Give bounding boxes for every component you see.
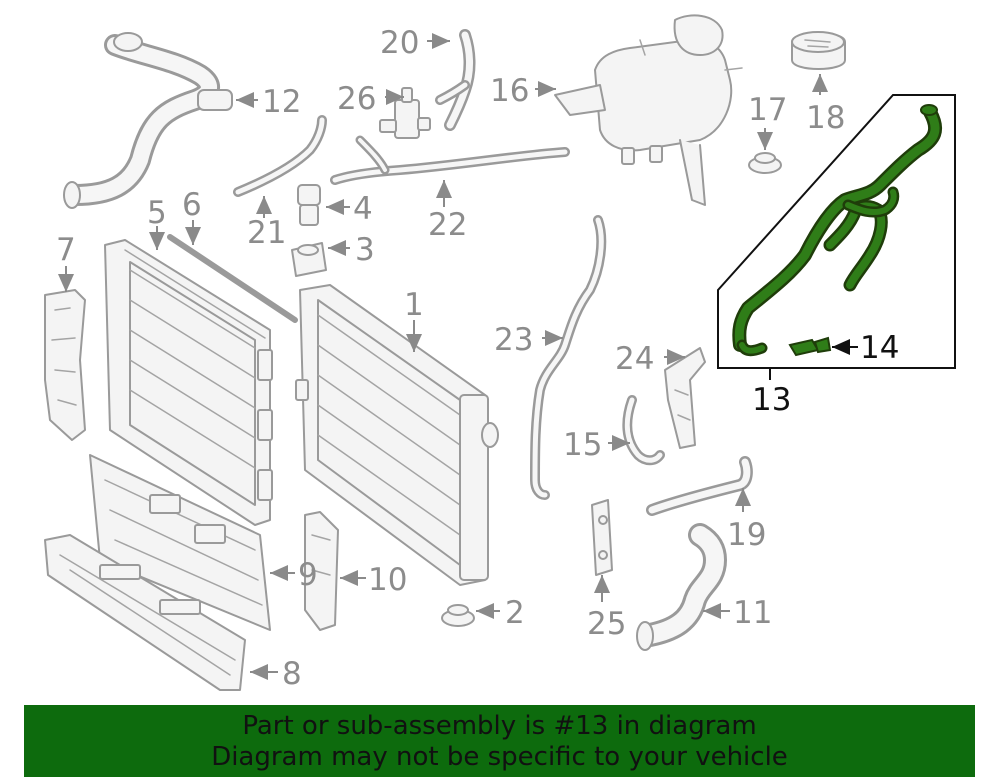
- callout-15: 15: [563, 427, 602, 463]
- part-21-tube: [233, 115, 327, 197]
- callout-24: 24: [615, 341, 654, 377]
- callout-10: 10: [368, 562, 407, 598]
- banner-line-2: Diagram may not be specific to your vehi…: [211, 742, 788, 772]
- part-9-air-guide: [89, 454, 271, 631]
- callout-6: 6: [182, 187, 202, 223]
- callout-21: 21: [247, 215, 286, 251]
- callout-17: 17: [748, 92, 787, 128]
- callout-7: 7: [56, 232, 76, 268]
- callout-13: 13: [752, 382, 791, 418]
- callout-22: 22: [428, 207, 467, 243]
- callout-3: 3: [355, 232, 375, 268]
- part-22-tube: [330, 135, 570, 185]
- callout-19: 19: [727, 517, 766, 553]
- callout-2: 2: [505, 595, 525, 631]
- part-25-bracket: [591, 499, 613, 576]
- part-12-upper-hose: [63, 32, 233, 209]
- part-6-seal-strip: [167, 234, 298, 323]
- callout-16: 16: [490, 73, 529, 109]
- callout-14: 14: [860, 330, 899, 366]
- callout-23: 23: [494, 322, 533, 358]
- info-banner: Part or sub-assembly is #13 in diagram D…: [24, 705, 975, 777]
- part-11-lower-hose: [636, 523, 727, 651]
- callout-20: 20: [380, 25, 419, 61]
- part-10-bracket: [304, 511, 339, 631]
- callout-18: 18: [806, 100, 845, 136]
- part-2-grommet: [441, 604, 475, 627]
- part-1-radiator: [295, 284, 499, 586]
- callout-8: 8: [282, 656, 302, 692]
- callout-26: 26: [337, 81, 376, 117]
- part-7-deflector: [44, 289, 86, 441]
- banner-line-1: Part or sub-assembly is #13 in diagram: [242, 711, 757, 741]
- callout-1: 1: [404, 287, 424, 323]
- part-5-condenser: [104, 239, 273, 526]
- part-16-expansion-tank: [554, 14, 743, 206]
- callout-12: 12: [262, 84, 301, 120]
- part-26-valve: [379, 87, 431, 139]
- parts-diagram: 12 20 26 16 17 18 21 4 22 3 5 6 7 1 23 2…: [44, 14, 956, 692]
- callout-11: 11: [733, 595, 772, 631]
- part-15-hose: [622, 395, 665, 466]
- part-8-lower-panel: [44, 534, 246, 691]
- part-3-bracket: [291, 242, 327, 277]
- callouts: 12 20 26 16 17 18 21 4 22 3 5 6 7 1 23 2…: [56, 25, 899, 692]
- part-19-tube: [646, 456, 753, 516]
- part-13-hose-assembly-highlight: [717, 94, 956, 369]
- part-14-connector: [788, 336, 832, 357]
- part-4-fitting: [297, 184, 321, 226]
- callout-9: 9: [298, 557, 318, 593]
- callout-25: 25: [587, 606, 626, 642]
- part-23-tube: [530, 215, 607, 500]
- part-18-cap: [791, 31, 846, 70]
- callout-5: 5: [147, 195, 167, 231]
- callout-4: 4: [353, 191, 373, 227]
- part-17-seal: [748, 152, 782, 174]
- part-24-bracket: [664, 347, 706, 449]
- part-20-hose: [435, 29, 476, 131]
